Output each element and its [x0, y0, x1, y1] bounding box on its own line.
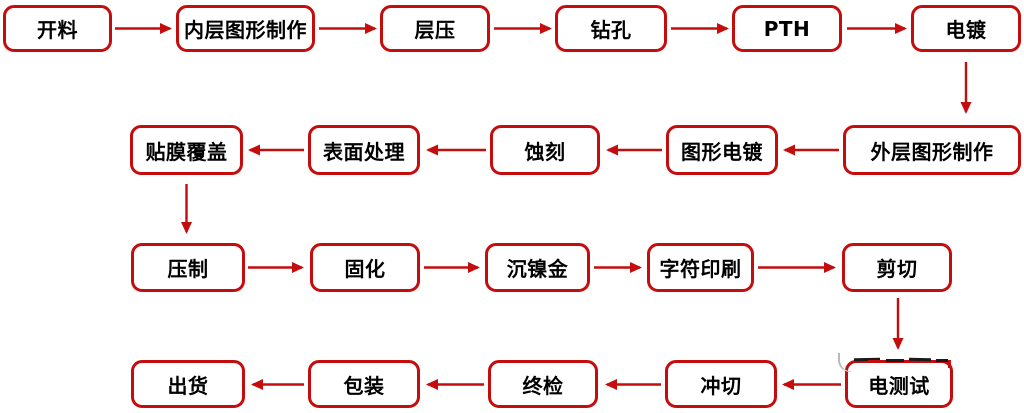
node-pth: PTH — [732, 5, 842, 52]
node-lamination: 层压 — [380, 5, 490, 52]
node-surface-treatment: 表面处理 — [308, 125, 420, 175]
watermark-remnant-fragment — [948, 360, 951, 368]
node-immersion-nickel-gold: 沉镍金 — [485, 243, 590, 292]
node-final-inspection: 终检 — [488, 360, 598, 408]
node-film-covering: 贴膜覆盖 — [130, 125, 243, 175]
node-legend-printing: 字符印刷 — [647, 243, 754, 292]
node-pressing: 压制 — [131, 243, 245, 292]
node-drilling: 钻孔 — [555, 5, 667, 52]
watermark-remnant-fragment — [908, 357, 932, 362]
watermark-remnant-arc — [838, 353, 851, 372]
node-curing: 固化 — [310, 243, 420, 292]
node-plating: 电镀 — [911, 5, 1021, 52]
node-inner-layer-pattern: 内层图形制作 — [176, 5, 315, 52]
node-material-cutting: 开料 — [3, 5, 112, 52]
watermark-remnant-fragment — [868, 360, 884, 363]
watermark-remnant-fragment — [886, 358, 904, 362]
node-shearing: 剪切 — [842, 243, 952, 292]
node-electrical-test: 电测试 — [845, 360, 953, 408]
node-pattern-plating: 图形电镀 — [666, 125, 778, 175]
node-packaging: 包装 — [308, 360, 420, 408]
node-punching: 冲切 — [665, 360, 777, 408]
node-etching: 蚀刻 — [490, 125, 600, 175]
node-shipping: 出货 — [131, 360, 245, 408]
node-outer-layer-pattern: 外层图形制作 — [843, 125, 1021, 175]
watermark-remnant-fragment — [936, 359, 948, 362]
